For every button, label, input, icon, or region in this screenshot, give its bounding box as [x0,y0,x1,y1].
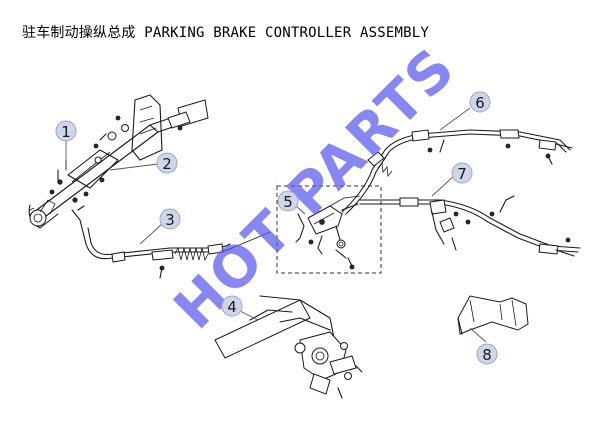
callout-4-label: 4 [227,298,237,316]
callout-7[interactable]: 7 [451,162,473,184]
callout-1-label: 1 [61,123,71,141]
callout-7-circle [451,162,473,184]
mounting-bracket [214,295,363,399]
callout-8-circle [476,343,498,365]
watermark: HOT PARTS [162,35,469,342]
lever-bracket-assembly [28,94,209,229]
callout-4-circle [221,295,243,317]
callout-7-label: 7 [457,165,467,183]
callout-4[interactable]: 4 [221,295,243,317]
callout-8[interactable]: 8 [476,343,498,365]
callout-6-label: 6 [475,94,485,112]
callout-5-label: 5 [283,193,293,211]
heat-shield-bracket [457,295,529,335]
callout-6[interactable]: 6 [469,91,491,113]
diagram-title: 驻车制动操纵总成 PARKING BRAKE CONTROLLER ASSEMB… [22,25,429,41]
callout-5-circle [277,190,299,212]
callout-3-circle [159,208,181,230]
callout-3[interactable]: 3 [159,208,181,230]
callout-1-circle [55,120,77,142]
left-rear-cable [359,195,581,257]
callout-5[interactable]: 5 [277,190,299,212]
callout-8-label: 8 [482,346,492,364]
callout-2[interactable]: 2 [156,152,178,174]
callout-2-label: 2 [162,155,172,173]
right-rear-cable [341,129,573,215]
callout-2-circle [156,152,178,174]
leader-lines [65,107,487,343]
callout-3-label: 3 [165,211,175,229]
front-cable [81,227,271,279]
callout-1[interactable]: 1 [55,120,77,142]
callout-6-circle [469,91,491,113]
